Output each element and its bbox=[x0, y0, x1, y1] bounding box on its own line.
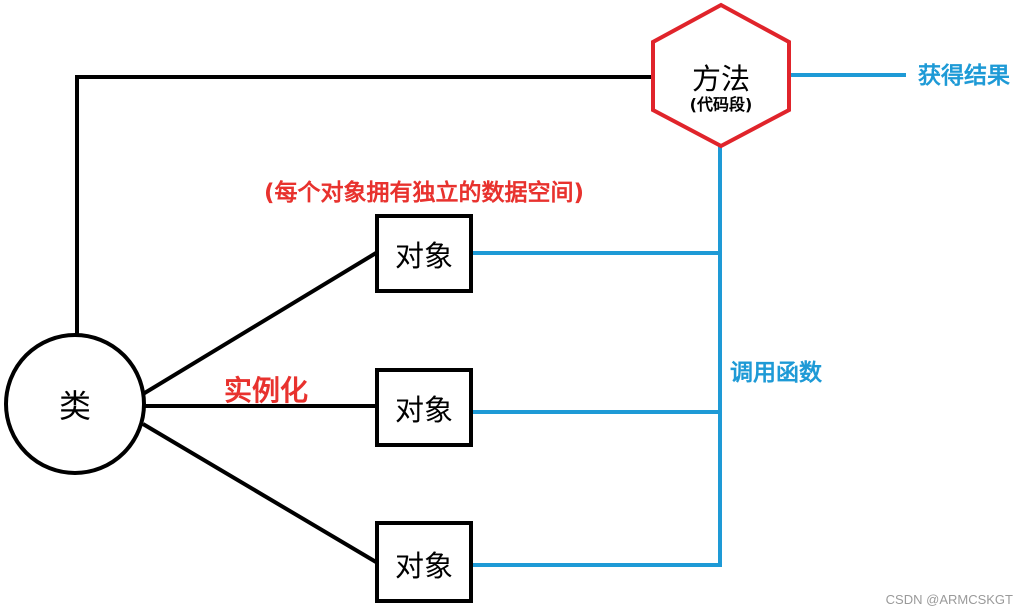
watermark: CSDN @ARMCSKGT bbox=[886, 592, 1013, 607]
class-node-label: 类 bbox=[59, 387, 91, 425]
note-label: (每个对象拥有独立的数据空间) bbox=[264, 179, 584, 206]
method-node bbox=[651, 2, 791, 149]
call-lines bbox=[472, 73, 906, 567]
object-box-2 bbox=[375, 368, 473, 447]
class-to-object-3-line bbox=[141, 422, 378, 564]
class-node bbox=[4, 333, 146, 475]
object-box-1 bbox=[375, 214, 473, 293]
object-box-1-label: 对象 bbox=[395, 239, 453, 273]
object-box-3-label: 对象 bbox=[395, 549, 453, 583]
method-node-label: 方法 bbox=[692, 62, 750, 96]
method-node-sublabel: (代码段) bbox=[690, 95, 753, 114]
call-function-label: 调用函数 bbox=[730, 360, 823, 386]
class-to-object-1-line bbox=[141, 251, 378, 396]
instantiate-label: 实例化 bbox=[224, 374, 308, 407]
class-to-method-connector bbox=[75, 75, 652, 335]
object-box-2-label: 对象 bbox=[395, 393, 453, 427]
result-label: 获得结果 bbox=[918, 62, 1010, 89]
object-box-3 bbox=[375, 521, 473, 603]
